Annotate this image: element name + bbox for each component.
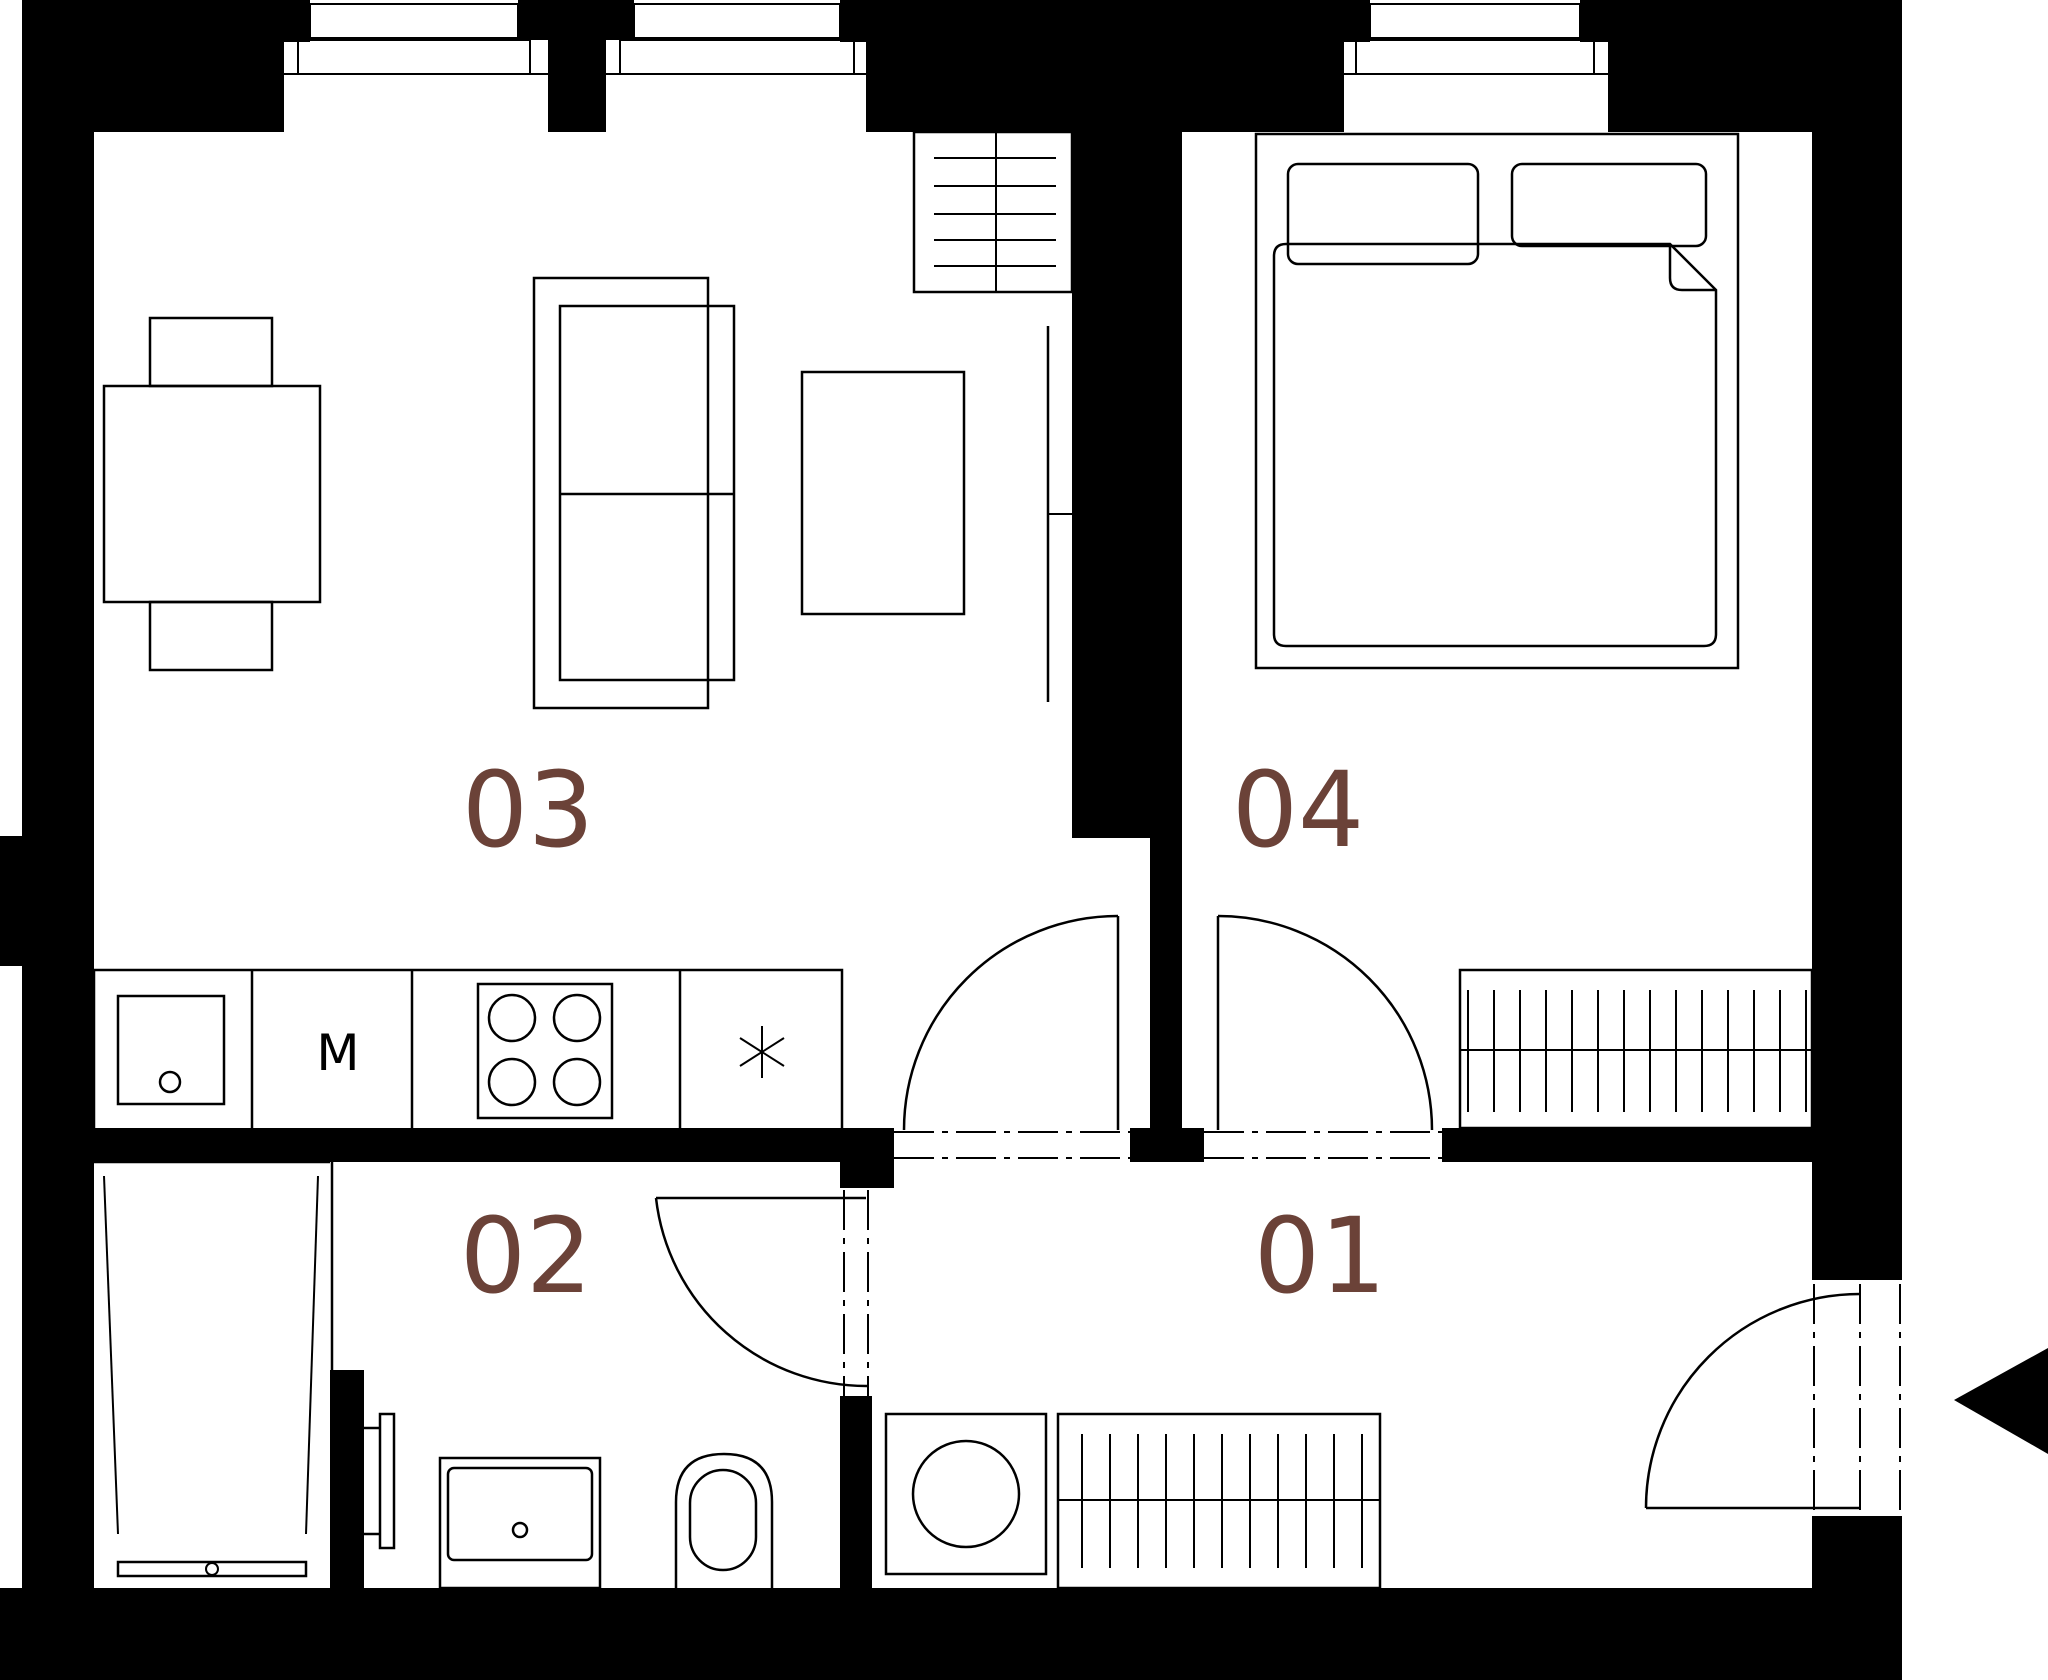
bathroom-sink: [438, 1456, 602, 1590]
cooktop: [476, 982, 614, 1120]
room-01-furniture: [884, 1412, 1382, 1590]
window-3: [1344, 3, 1608, 75]
room-label-02: 02: [460, 1195, 592, 1317]
windows: [284, 3, 1608, 75]
wardrobe-04: [1458, 968, 1814, 1130]
toilet: [674, 1452, 774, 1588]
room-04-furniture: [1254, 132, 1814, 1130]
door-thresholds: [843, 1131, 1901, 1512]
kitchen-sink: [116, 994, 226, 1106]
coffee-table: [800, 370, 966, 616]
dining-table: [102, 384, 322, 604]
hall-wardrobe: [1056, 1412, 1382, 1590]
room-label-04: 04: [1232, 749, 1364, 871]
tv-unit: [1046, 326, 1072, 702]
room-label-01: 01: [1254, 1195, 1386, 1317]
asterisk-icon: [739, 1026, 785, 1078]
room-labels: 03 04 02 01: [460, 749, 1386, 1317]
doors: [654, 914, 1901, 1512]
entrance-arrow-icon: [1954, 1348, 2048, 1454]
room-03-furniture: M: [92, 130, 1074, 1132]
towel-radiator: [364, 1412, 396, 1550]
shower: [94, 1160, 334, 1578]
dining-chair-bottom: [148, 600, 274, 672]
washing-machine: [884, 1412, 1048, 1576]
wardrobe-03: [912, 130, 1074, 294]
window-2: [606, 3, 866, 75]
dining-chair-top: [148, 316, 274, 388]
kitchen-counter: [92, 968, 844, 1132]
door-entrance: [1644, 1292, 1861, 1510]
door-room-04: [1216, 914, 1434, 1131]
door-room-03: [902, 914, 1120, 1131]
door-room-02: [654, 1196, 869, 1388]
walls: [0, 0, 1902, 1680]
room-02-furniture: [94, 1160, 774, 1590]
window-1: [284, 3, 548, 75]
double-bed: [1254, 132, 1740, 670]
room-label-03: 03: [462, 749, 594, 871]
sofa: [532, 276, 736, 710]
microwave-label: M: [316, 1024, 359, 1082]
